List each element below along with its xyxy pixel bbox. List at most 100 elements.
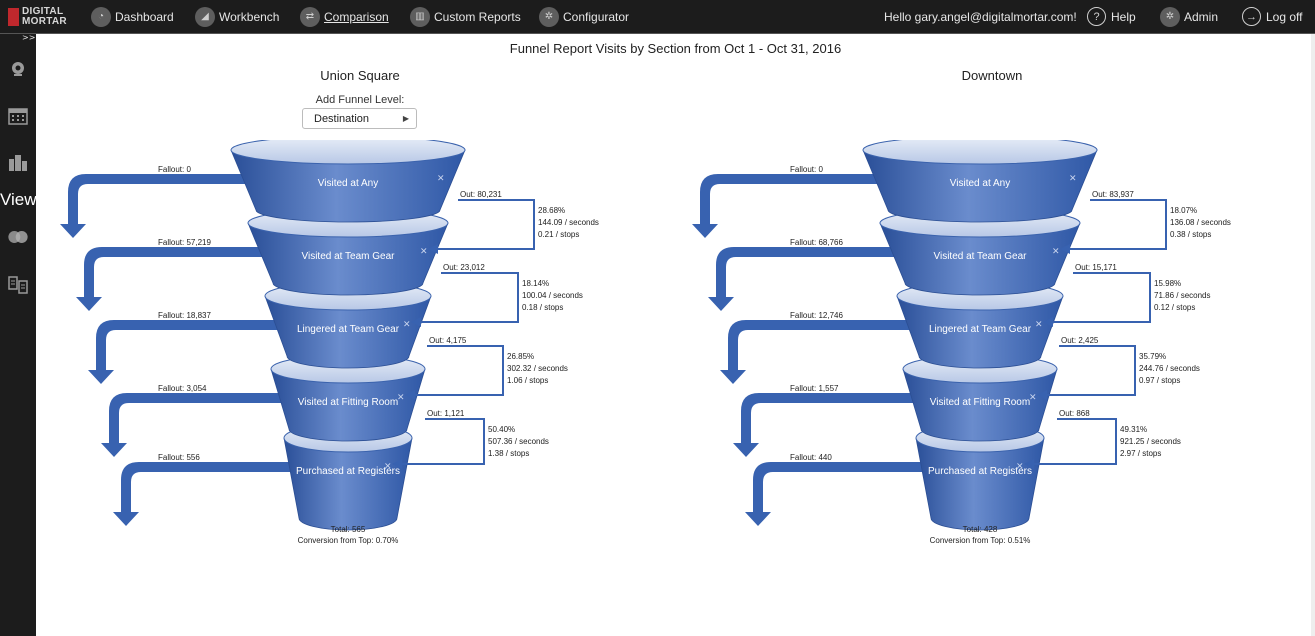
left-sidebar: >> View — [0, 33, 37, 636]
out-connector — [415, 272, 519, 323]
out-label: Out: 15,171 — [1075, 263, 1117, 272]
calendar-icon[interactable] — [7, 105, 29, 127]
funnel-stage-body — [230, 149, 466, 223]
out-connector — [1047, 272, 1151, 323]
out-connector — [432, 199, 535, 250]
fallout-label: Fallout: 57,219 — [158, 238, 211, 247]
sidebar-expand-toggle[interactable]: >> — [22, 33, 36, 42]
fallout-arrow — [692, 174, 883, 238]
funnel-stage-body — [902, 368, 1058, 442]
out-seconds: 921.25 / seconds — [1120, 437, 1181, 446]
nav-comparison-label: Comparison — [324, 9, 389, 24]
fallout-arrow — [60, 174, 251, 238]
funnel-stage-label: Purchased at Registers — [928, 466, 1032, 477]
out-percent: 28.68% — [538, 206, 565, 215]
nav-custom-reports-label: Custom Reports — [434, 9, 521, 24]
funnel-total: Total: 428 — [963, 525, 998, 534]
stage-close-icon: ✕ — [420, 246, 428, 256]
stage-close-icon: ✕ — [1029, 392, 1037, 402]
fallout-arrow — [745, 462, 936, 526]
funnel-stage-label: Lingered at Team Gear — [297, 324, 400, 335]
out-percent: 26.85% — [507, 352, 534, 361]
admin-gear-icon: ✲ — [1160, 6, 1180, 27]
out-seconds: 302.32 / seconds — [507, 364, 568, 373]
add-funnel-level-label: Add Funnel Level: — [315, 94, 405, 106]
out-label: Out: 4,175 — [429, 336, 467, 345]
help-icon: ? — [1087, 7, 1106, 26]
funnel-stage-body — [283, 437, 413, 531]
webcam-icon[interactable] — [7, 58, 29, 80]
stage-close-icon: ✕ — [1035, 319, 1043, 329]
out-percent: 15.98% — [1154, 279, 1181, 288]
out-connector — [409, 345, 504, 396]
out-stops: 0.38 / stops — [1170, 230, 1211, 239]
nav-configurator[interactable]: ✲ Configurator — [539, 0, 629, 33]
building-icon[interactable] — [7, 151, 29, 173]
nav-workbench-label: Workbench — [219, 9, 280, 24]
help-label: Help — [1111, 9, 1136, 24]
admin-link[interactable]: ✲ Admin — [1160, 0, 1218, 33]
nav-configurator-label: Configurator — [563, 9, 630, 24]
funnel-level-dropdown[interactable]: Destination ▶ — [302, 108, 417, 129]
nav-dashboard-label: Dashboard — [115, 9, 174, 24]
out-seconds: 507.36 / seconds — [488, 437, 549, 446]
out-stops: 0.18 / stops — [522, 303, 563, 312]
scrollbar-track[interactable] — [1311, 34, 1315, 636]
fallout-label: Fallout: 556 — [158, 453, 200, 462]
venn-icon[interactable] — [7, 226, 29, 248]
funnel-stage-body — [862, 149, 1098, 223]
compare-icon[interactable] — [7, 274, 29, 296]
fallout-arrow — [733, 393, 923, 457]
stage-close-icon: ✕ — [1069, 173, 1077, 183]
out-percent: 18.07% — [1170, 206, 1197, 215]
out-percent: 18.14% — [522, 279, 549, 288]
out-arrowhead — [1043, 317, 1053, 327]
location-title-union-square: Union Square — [320, 68, 400, 83]
stage-close-icon: ✕ — [403, 319, 411, 329]
nav-comparison[interactable]: ⇄ Comparison — [300, 0, 389, 33]
funnel-stage-label: Visited at Fitting Room — [298, 397, 398, 408]
dropdown-arrow-icon: ▶ — [402, 114, 409, 123]
fallout-arrow — [113, 462, 304, 526]
report-title: Funnel Report Visits by Section from Oct… — [509, 41, 842, 56]
logoff-link[interactable]: → Log off — [1242, 0, 1302, 33]
fallout-arrow — [101, 393, 291, 457]
funnel-stage-rim — [230, 140, 466, 165]
funnel-conversion: Conversion from Top: 0.70% — [298, 536, 399, 545]
out-arrowhead — [1060, 244, 1070, 254]
help-link[interactable]: ? Help — [1087, 0, 1136, 33]
out-connector — [1064, 199, 1167, 250]
user-greeting: Hello gary.angel@digitalmortar.com! — [884, 10, 1077, 24]
stage-close-icon: ✕ — [1016, 461, 1024, 471]
funnel-stage-body — [247, 222, 449, 296]
fallout-label: Fallout: 0 — [158, 165, 191, 174]
out-connector — [1028, 418, 1117, 465]
funnel-stage-label: Visited at Team Gear — [301, 251, 395, 262]
out-arrowhead — [1037, 390, 1047, 400]
logo-line-2: MORTAR — [22, 16, 67, 27]
out-seconds: 244.76 / seconds — [1139, 364, 1200, 373]
out-stops: 1.06 / stops — [507, 376, 548, 385]
funnel-stage-body — [264, 295, 432, 369]
fallout-label: Fallout: 3,054 — [158, 384, 207, 393]
out-label: Out: 868 — [1059, 409, 1090, 418]
view-label: View — [0, 190, 37, 209]
logo-line-1: DIGITAL — [22, 6, 64, 17]
funnel-stage-body — [896, 295, 1064, 369]
out-seconds: 136.08 / seconds — [1170, 218, 1231, 227]
nav-dashboard[interactable]: ◔ Dashboard — [91, 0, 174, 33]
workbench-icon: ◢ — [195, 6, 215, 27]
nav-workbench[interactable]: ◢ Workbench — [195, 0, 279, 33]
dashboard-icon: ◔ — [91, 6, 111, 27]
funnel-level-dropdown-value: Destination — [314, 113, 370, 125]
out-percent: 35.79% — [1139, 352, 1166, 361]
out-label: Out: 2,425 — [1061, 336, 1099, 345]
out-stops: 0.12 / stops — [1154, 303, 1195, 312]
nav-custom-reports[interactable]: ▥ Custom Reports — [410, 0, 521, 33]
location-title-downtown: Downtown — [961, 68, 1023, 83]
out-arrowhead — [405, 390, 415, 400]
fallout-label: Fallout: 1,557 — [790, 384, 839, 393]
